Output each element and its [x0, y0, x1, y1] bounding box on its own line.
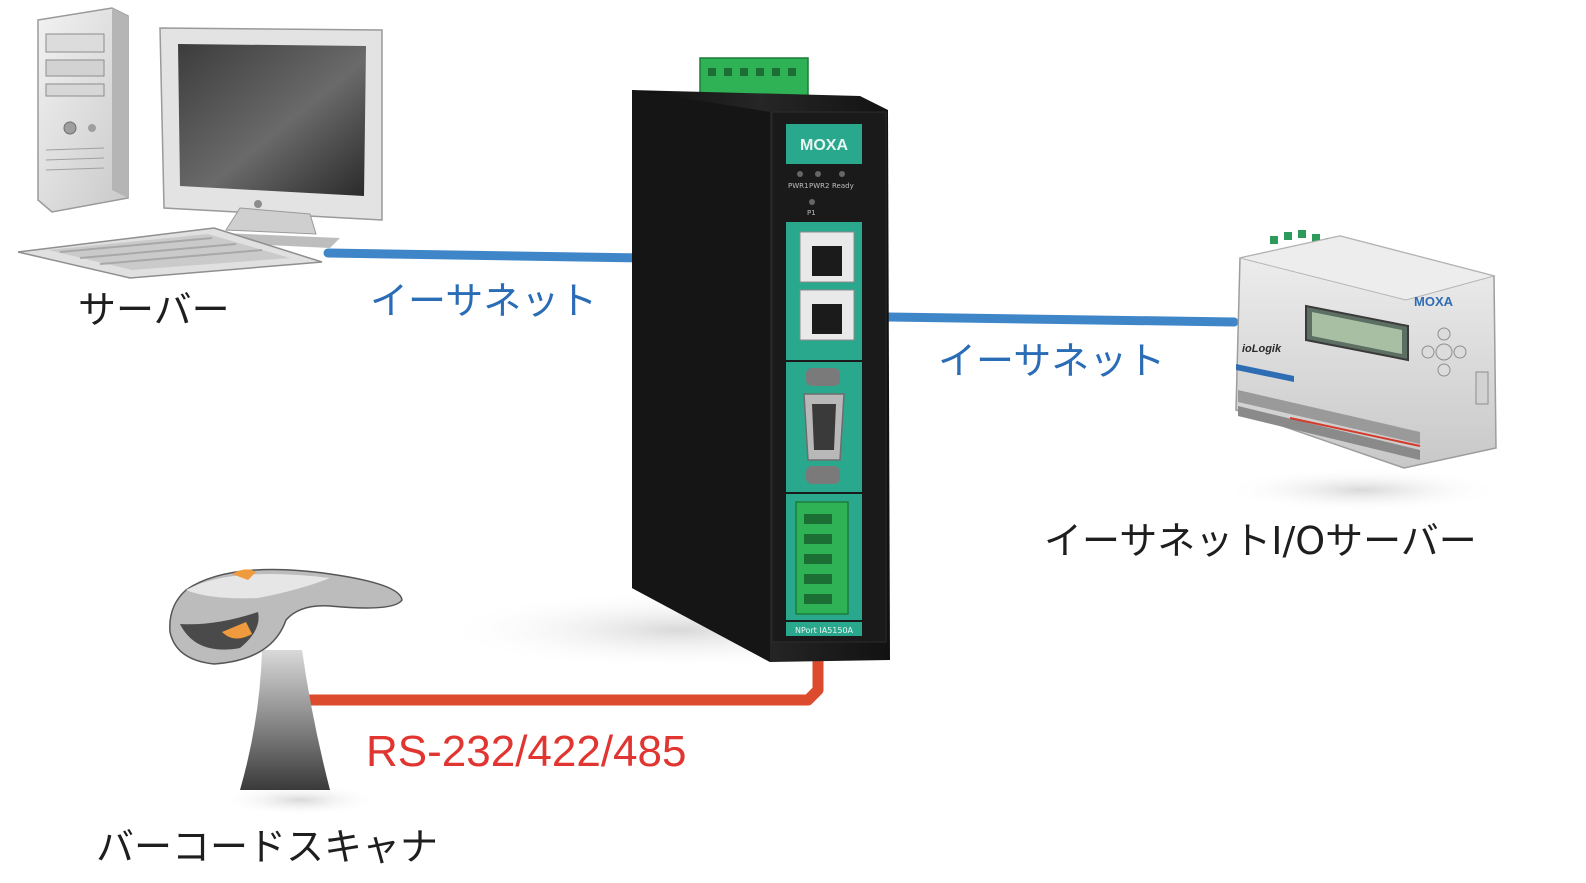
io-server-label: イーサネットI/Oサーバー	[1044, 519, 1477, 563]
barcode-scanner-icon	[169, 568, 403, 816]
ethernet-io-server-icon: MOXA ioLogik	[1222, 230, 1502, 512]
barcode-scanner-label: バーコードスキャナ	[96, 825, 439, 869]
led-label-pwr1: PWR1	[788, 182, 808, 190]
led-label-ready: Ready	[832, 182, 854, 190]
ethernet-cable-io	[817, 311, 1239, 327]
ethernet-label-2: イーサネット	[938, 339, 1166, 383]
device-model-label: NPort IA5150A	[795, 626, 854, 635]
led-label-pwr2: PWR2	[809, 182, 829, 190]
ethernet-label-1: イーサネット	[370, 279, 598, 323]
server-computer-icon	[17, 7, 383, 279]
server-label: サーバー	[78, 288, 230, 332]
io-product-logo: ioLogik	[1242, 343, 1282, 355]
device-brand-logo: MOXA	[800, 137, 848, 154]
io-brand-logo: MOXA	[1414, 294, 1454, 309]
moxa-device-server-icon: MOXA PWR1 PWR2 Ready P1 NPort IA5150A	[440, 57, 920, 670]
serial-label: RS-232/422/485	[366, 727, 687, 776]
port-label: P1	[807, 209, 816, 217]
